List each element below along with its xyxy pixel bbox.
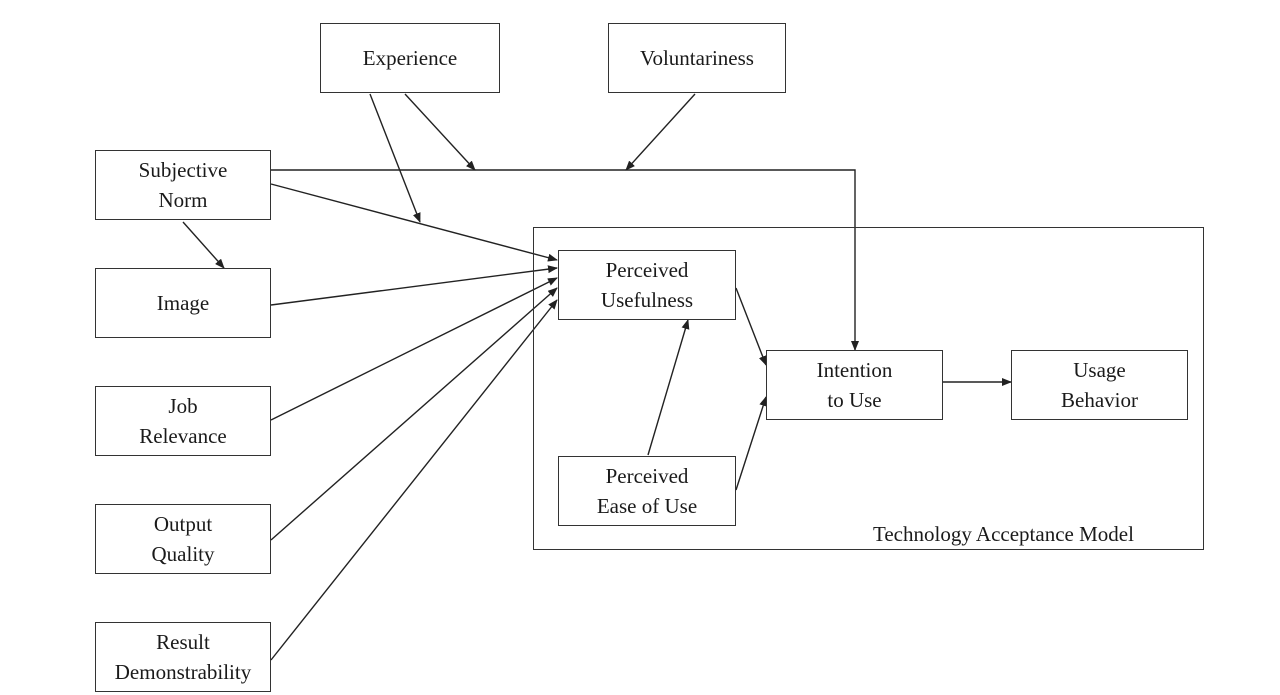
node-job-relevance: Job Relevance [95,386,271,456]
node-voluntariness: Voluntariness [608,23,786,93]
edge-subjective-norm-to-image [182,221,225,269]
node-subjective-norm-label: Subjective Norm [138,157,228,212]
edge-subjective-norm-to-perceived-usefulness [270,183,558,262]
node-output-quality: Output Quality [95,504,271,574]
edge-job-relevance-to-perceived-usefulness [270,277,558,421]
node-image-label: Image [156,290,210,315]
node-voluntariness-label: Voluntariness [640,45,754,70]
edge-result-demonstrability-to-perceived-usefulness [270,299,558,661]
node-perceived-usefulness-label: Perceived Usefulness [600,257,694,312]
node-output-quality-label: Output Quality [151,511,215,566]
node-perceived-ease-of-use-label: Perceived Ease of Use [596,463,698,518]
edge-output-quality-to-perceived-usefulness [270,287,558,541]
node-result-demonstrability: Result Demonstrability [95,622,271,692]
edge-experience-moderates-norm-usefulness [369,93,421,223]
node-subjective-norm: Subjective Norm [95,150,271,220]
node-usage-behavior: Usage Behavior [1011,350,1188,420]
node-perceived-usefulness: Perceived Usefulness [558,250,736,320]
tam-container [533,227,1204,550]
node-intention-to-use: Intention to Use [766,350,943,420]
node-usage-behavior-label: Usage Behavior [1061,357,1138,412]
node-job-relevance-label: Job Relevance [139,393,227,448]
edge-ease-of-use-to-intention [735,396,768,491]
node-result-demonstrability-label: Result Demonstrability [114,629,252,684]
edge-voluntariness-moderates-norm-intention [625,93,696,171]
node-image: Image [95,268,271,338]
node-intention-to-use-label: Intention to Use [816,357,893,412]
edge-image-to-perceived-usefulness [270,265,558,306]
node-experience-label: Experience [362,45,458,70]
node-experience: Experience [320,23,500,93]
node-perceived-ease-of-use: Perceived Ease of Use [558,456,736,526]
tam-container-label: Technology Acceptance Model [873,522,1134,546]
edge-experience-moderates-norm-intention [404,93,476,171]
edge-usefulness-to-intention [735,287,767,366]
edge-subjective-norm-to-intention [271,169,859,351]
edge-ease-of-use-to-usefulness [647,319,690,456]
